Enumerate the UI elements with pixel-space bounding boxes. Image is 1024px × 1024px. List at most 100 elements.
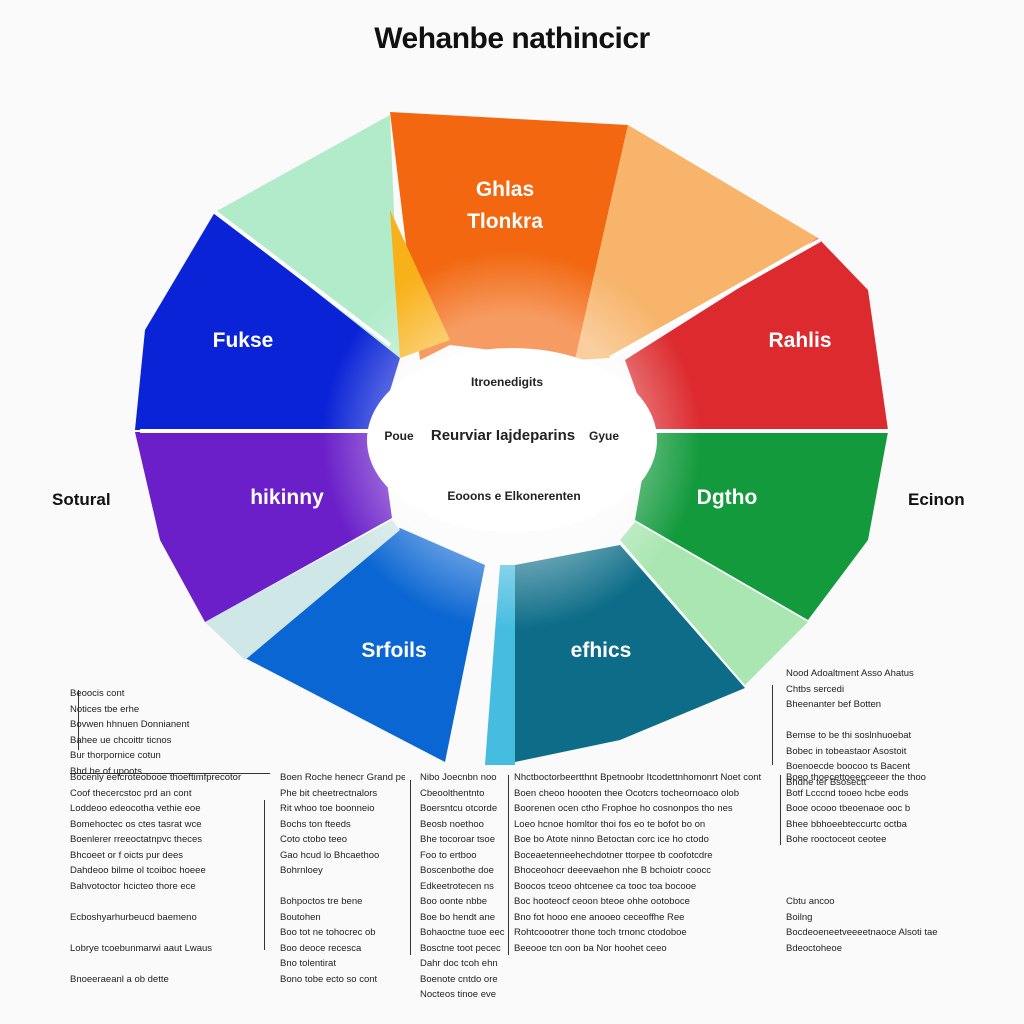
text-line: Bosctne toot pecec	[420, 942, 501, 954]
text-line: Beeooe tcn oon ba Nor hoohet ceeo	[514, 942, 667, 954]
segment-label: Srfoils	[361, 639, 426, 662]
text-line: Nocteos tinoe eve	[420, 989, 497, 1000]
text-line: Coto ctobo teeo	[280, 834, 348, 845]
text-line: Boenoecde boocoo ts Bacent	[786, 761, 911, 772]
text-line: Boc hooteocf ceoon bteoe ohhe ootoboce	[514, 896, 690, 907]
text-line: Bono tobe ecto so cont	[280, 973, 378, 985]
text-line: Boe bo Atote ninno Betoctan corc ice ho …	[514, 834, 709, 845]
text-line: Cbtu ancoo	[786, 896, 835, 907]
text-line: Bocenly eefcroteobooe thoeftimfprecotor	[70, 772, 242, 783]
center-line-1: Itroenedigits	[471, 375, 543, 389]
text-line: Bhd he of upoots	[70, 765, 142, 777]
text-line: Foo to ertboo	[420, 849, 477, 861]
text-line	[786, 863, 986, 879]
text-line: Bohe rooctoceot ceotee	[786, 834, 887, 845]
segment-separator	[213, 210, 392, 347]
text-line: Bomehoctec os ctes tasrat wce	[70, 818, 202, 830]
text-line: Bobec in tobeastaor Asostoit	[786, 745, 907, 757]
text-line: Boen Roche henecr Grand peos	[280, 772, 405, 783]
segment-bottom-left-lightblue	[205, 520, 400, 660]
text-line: Boe bo hendt ane	[420, 911, 496, 923]
text-line: Loeo hcnoe homltor thoi fos eo te bofot …	[514, 818, 706, 830]
segment-label: hikinny	[250, 486, 324, 509]
text-line: Bno tolentirat	[280, 958, 336, 969]
segment-label: Ghlas	[476, 178, 534, 201]
text-line: Dahdeoo bilme ol tcoiboc hoeee	[70, 865, 206, 876]
text-line: Booe ocooo tbeoenaoe ooc b	[786, 803, 911, 814]
side-label-left: Sotural	[52, 490, 111, 509]
page-title: Wehanbe nathincicr	[374, 22, 650, 55]
text-line: Bhdhe ter Bsosectt	[786, 776, 867, 788]
text-line: Bhcoeet or f oicts pur dees	[70, 849, 184, 861]
text-line: Bocdeoeneetveeeetnaoce Alsoti tae	[786, 927, 938, 938]
text-line: Botf Lcccnd tooeo hcbe eods	[786, 787, 909, 799]
text-line: Boenlerer rreeoctatnpvc theces	[70, 834, 203, 845]
text-line: Rit whoo toe boonneio	[280, 803, 375, 814]
text-line: Phe bit cheetrectnalors	[280, 787, 378, 799]
text-line: Bdeoctoheoe	[786, 942, 842, 954]
text-line: Boilng	[786, 911, 813, 923]
text-line: Bhee bbhoeebteccurtc octba	[786, 818, 907, 830]
text-column-4: Nhctboctorbeertthnt Bpetnoobr Itcodettnh…	[514, 770, 778, 956]
text-line: Bur thorpornice cotun	[70, 750, 161, 761]
text-line	[786, 713, 966, 729]
divider-rule	[70, 773, 270, 774]
text-line: Bheenanter bef Botten	[786, 699, 882, 710]
text-line: Loddeoo edeocotha vethie eoe	[70, 803, 201, 814]
text-line: Beosb noethoo	[420, 818, 484, 830]
text-line: Bnoeeraeanl a ob dette	[70, 973, 169, 985]
text-line: Bohaoctne tuoe eec	[420, 927, 505, 938]
text-line: Boo tot ne tohocrec ob	[280, 927, 376, 938]
center-line-3: Eooons e Elkonerenten	[447, 489, 580, 503]
text-line: Notices tbe erhe	[70, 703, 140, 715]
segment-label: Dgtho	[697, 486, 758, 509]
text-line: Bhe tocoroar tsoe	[420, 834, 495, 845]
text-line: Boceaetenneehechdotner ttorpee tb coofot…	[514, 849, 713, 861]
text-line: Bhoceohocr deeevaehon nhe B bchoiotr coo…	[514, 865, 711, 876]
text-line	[786, 848, 986, 864]
text-line: Boeo thoecettoeecceeer the thoo	[786, 772, 926, 783]
segment-right-green	[635, 432, 888, 620]
text-line: Nood Adoaltment Asso Ahatus	[786, 668, 914, 679]
text-line: Boenote cntdo ore	[420, 973, 498, 985]
text-line: Bovwen hhnuen Donnianent	[70, 719, 190, 730]
text-line	[280, 879, 405, 895]
text-line: Boen cheoo hoooten thee Ocotcrs tocheorn…	[514, 787, 739, 799]
text-line: Nibo Joecnbn noo	[420, 772, 497, 783]
segment-top-left-mint	[215, 115, 400, 358]
text-line: Bohrnloey	[280, 865, 323, 876]
text-line	[786, 879, 986, 895]
text-line: Nhctboctorbeertthnt Bpetnoobr Itcodettnh…	[514, 772, 762, 783]
text-line: Cbeoolthentnto	[420, 787, 485, 799]
text-line: Edkeetrotecen ns	[420, 880, 494, 892]
text-line: Bohpoctos tre bene	[280, 896, 363, 907]
segment-label: efhics	[571, 639, 632, 662]
text-line: Bemse to be thi soslnhuoebat	[786, 730, 912, 741]
text-line: Boo oonte nbbe	[420, 896, 488, 907]
divider-rule	[78, 690, 79, 750]
divider-rule	[780, 775, 781, 845]
text-line: Boo deoce recesca	[280, 942, 362, 954]
segment-bottom-right-lightgreen	[620, 522, 808, 685]
divider-rule	[508, 775, 509, 955]
center-hub	[367, 348, 657, 532]
divider-rule	[772, 685, 773, 765]
text-line: Boscenbothe doe	[420, 865, 494, 876]
text-line: Dahr doc tcoh ehn	[420, 958, 498, 969]
text-line: Coof thecercstoc prd an cont	[70, 787, 192, 799]
text-line: Boersntcu otcorde	[420, 803, 498, 814]
text-line: Boutohen	[280, 911, 321, 923]
text-line: Lobrye tcoebunmarwi aaut Lwaus	[70, 942, 213, 954]
text-line	[70, 894, 265, 910]
segment-label: Fukse	[213, 329, 274, 352]
text-line: Bahvotoctor hcicteo thore ece	[70, 880, 196, 892]
segment-label: Rahlis	[768, 329, 831, 352]
center-line-2-right: Gyue	[589, 429, 619, 443]
text-line: Beoocis cont	[70, 688, 125, 699]
text-line: Ecboshyarhurbeucd baemeno	[70, 911, 197, 923]
